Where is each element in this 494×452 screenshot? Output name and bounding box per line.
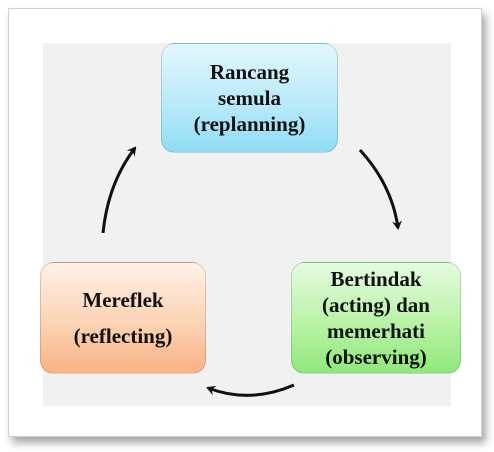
node-reflecting-line-1: Mereflek (82, 287, 164, 312)
node-replanning-line-2: semula (217, 85, 281, 110)
node-acting-line-2: (acting) dan (322, 292, 430, 317)
node-acting-line-3: memerhati (327, 319, 425, 343)
node-reflecting-line-2: (reflecting) (73, 324, 173, 348)
node-replanning-line-3: (replanning) (193, 112, 306, 137)
node-replanning: Rancang semula (replanning) (161, 43, 338, 153)
node-acting-line-1: Bertindak (330, 266, 422, 291)
node-replanning-line-1: Rancang (209, 59, 290, 84)
node-acting-line-4: (observing) (325, 345, 427, 370)
node-reflecting: Mereflek (reflecting) (40, 262, 206, 374)
node-acting-observing: Bertindak (acting) dan memerhati (observ… (291, 262, 461, 374)
